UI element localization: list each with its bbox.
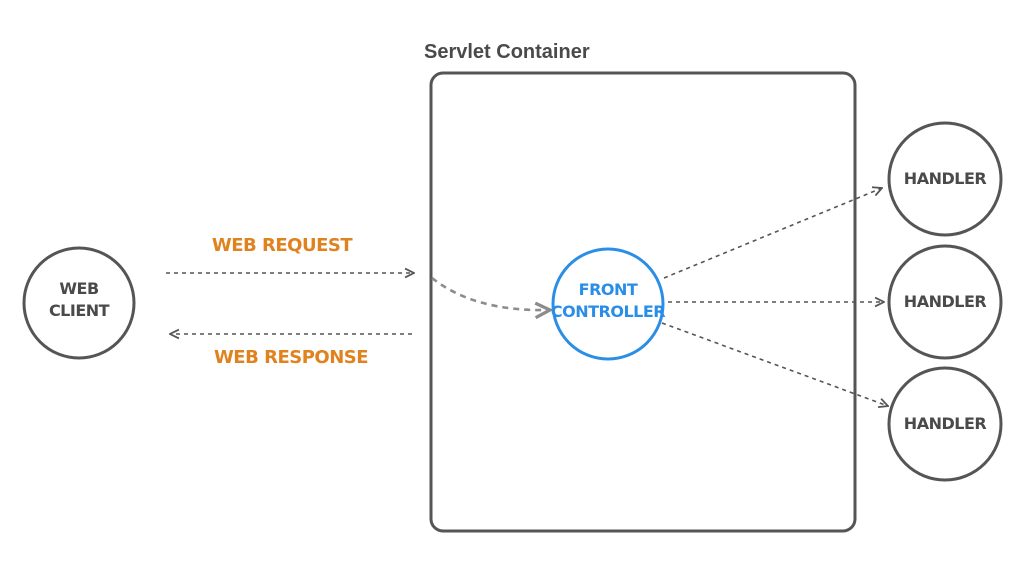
handler-arrows (661, 188, 888, 406)
request-flow: WEB REQUEST (166, 235, 414, 273)
handler-circle (887, 244, 1003, 360)
web-request-label: WEB REQUEST (212, 235, 353, 256)
web-response-label: WEB RESPONSE (214, 347, 368, 368)
response-flow: WEB RESPONSE (170, 334, 412, 368)
handler-circle (887, 366, 1003, 482)
handler-label: HANDLER (904, 292, 987, 311)
handler-node-3: HANDLER (887, 366, 1003, 482)
handler-node-1: HANDLER (887, 121, 1003, 237)
handler-node-2: HANDLER (887, 244, 1003, 360)
front-controller-circle (551, 247, 665, 361)
web-client-label-line1: WEB (59, 279, 99, 298)
web-client-node: WEB CLIENT (22, 246, 136, 360)
dispatch-arrow (431, 276, 550, 310)
container-title: Servlet Container (424, 41, 590, 63)
handler-label: HANDLER (904, 169, 987, 188)
handler-arrow-1 (663, 188, 882, 279)
handler-arrow-3 (661, 322, 888, 406)
front-controller-label-line1: FRONT (579, 280, 638, 299)
front-controller-label-line2: CONTROLLER (551, 302, 665, 321)
handler-circle (887, 121, 1003, 237)
handler-label: HANDLER (904, 414, 987, 433)
web-client-circle (22, 246, 136, 360)
front-controller-node: FRONT CONTROLLER (551, 247, 666, 361)
web-client-label-line2: CLIENT (49, 301, 110, 320)
